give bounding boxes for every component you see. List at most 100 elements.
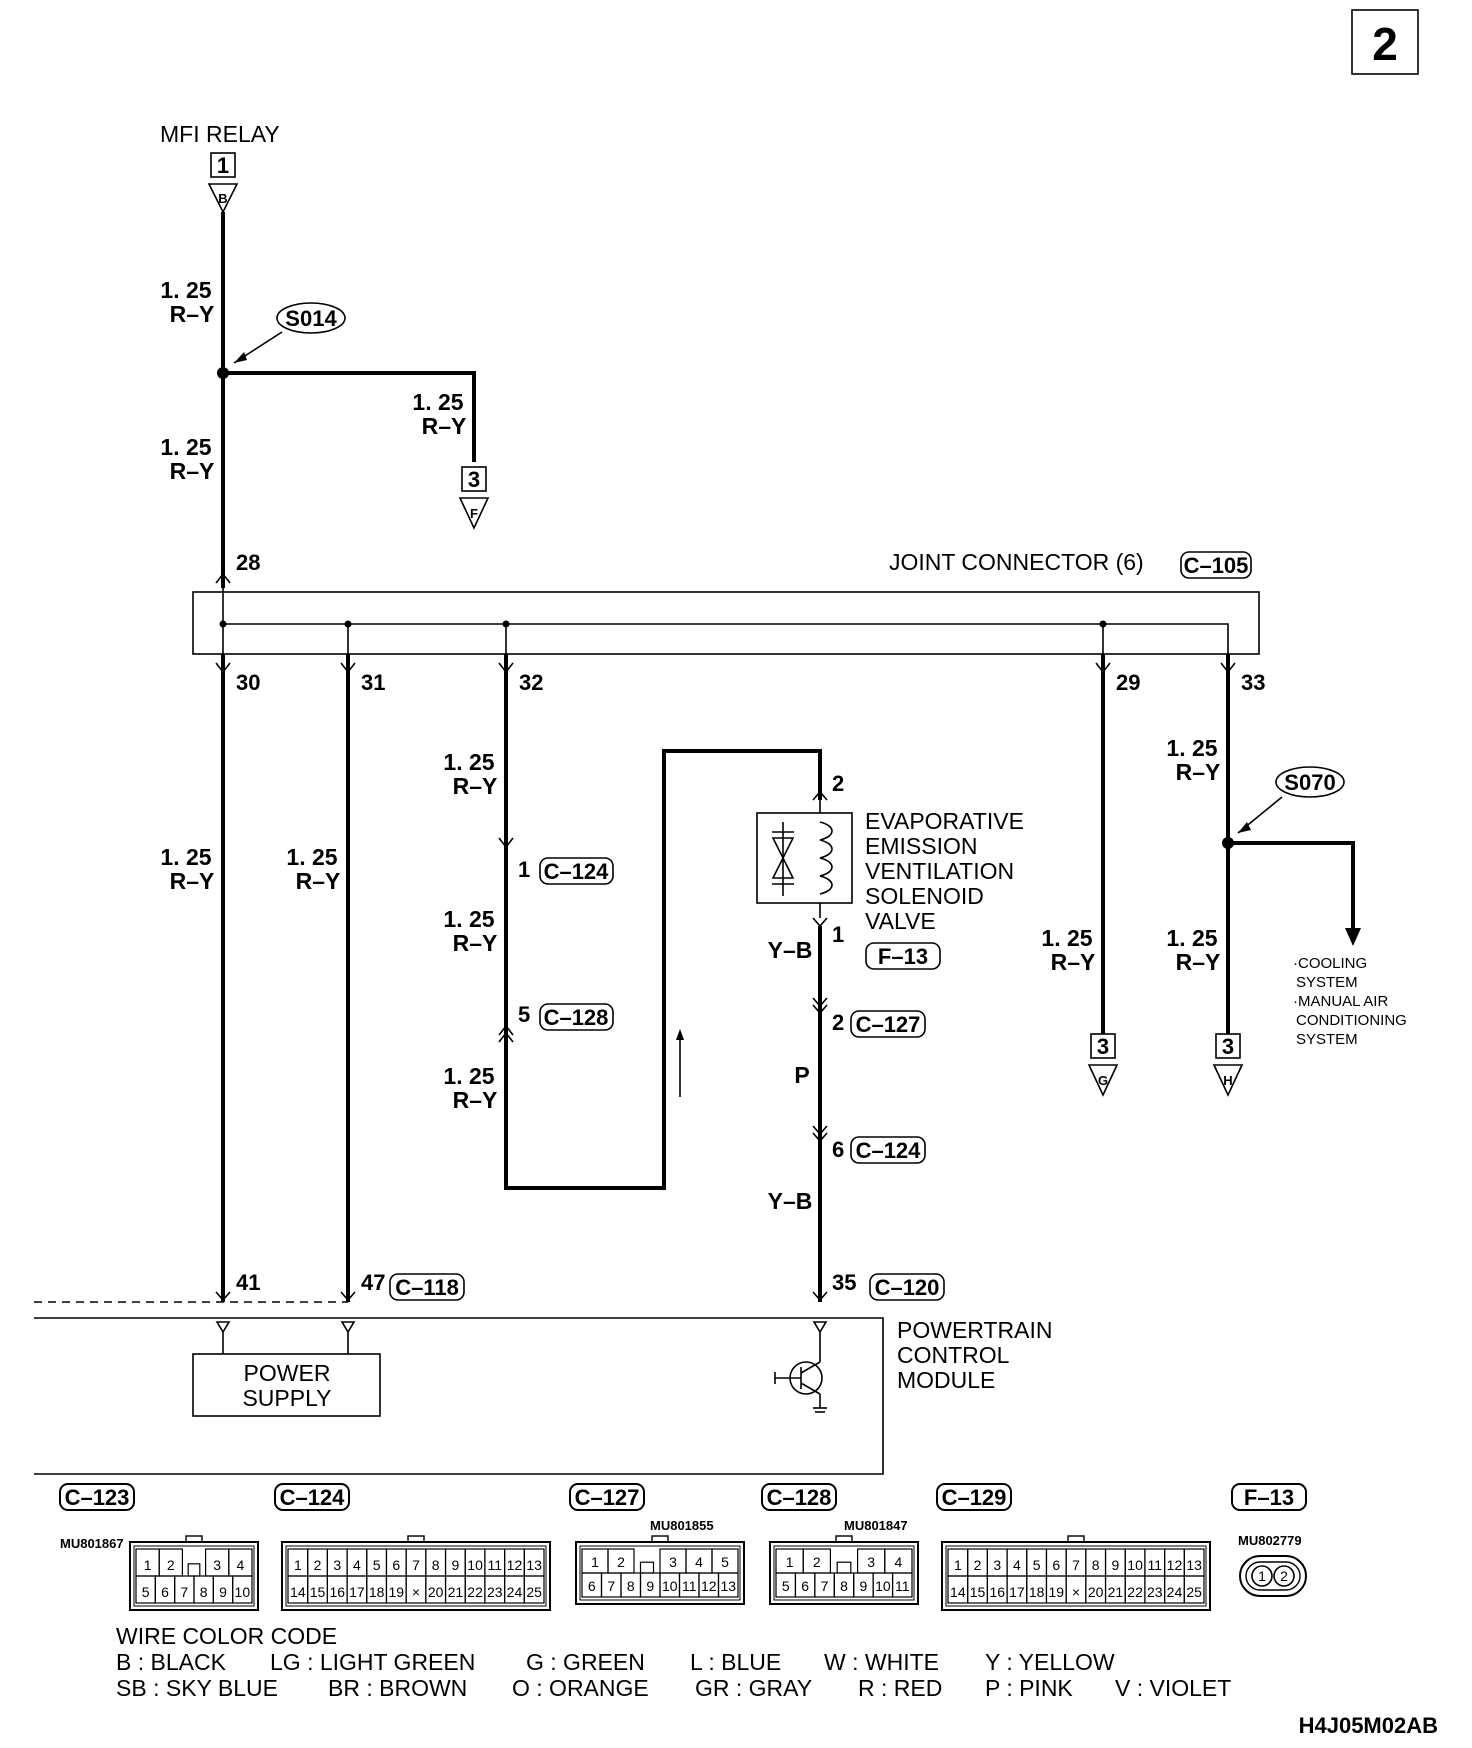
wire-color-code-entry: Y : YELLOW <box>985 1649 1115 1675</box>
connector-pin-number: 5 <box>373 1557 381 1573</box>
connector-ref-box <box>274 1483 350 1511</box>
connector-part-number: MU801847 <box>844 1518 908 1533</box>
pin-chevron-icon <box>498 837 514 849</box>
connector-pin-cell <box>1183 1548 1205 1577</box>
joint-pin-33: 33 <box>1241 670 1265 695</box>
mfi-relay-page: 1 <box>217 153 229 178</box>
wire-color-code-entry: GR : GRAY <box>695 1675 812 1701</box>
offpage-h-page-box <box>1215 1033 1241 1059</box>
mfi-relay-letter: B <box>218 191 227 206</box>
pcm-pin-41: 41 <box>236 1270 260 1295</box>
connector-pin-number: 6 <box>1052 1557 1060 1573</box>
connector-pin-number: 20 <box>428 1584 444 1600</box>
wire-color-code-entry: V : VIOLET <box>1115 1675 1231 1701</box>
drawing-id: H4J05M02AB <box>1299 1713 1438 1738</box>
connector-pin-number: 2 <box>1280 1568 1288 1584</box>
cooling-note-4: CONDITIONING <box>1296 1012 1407 1029</box>
connector-pin-number: 1 <box>954 1557 962 1573</box>
connector-pin-number: 2 <box>314 1557 322 1573</box>
wire-color-code-entry: P : PINK <box>985 1675 1073 1701</box>
pcm-pin-35: 35 <box>832 1270 856 1295</box>
connector-pin-number: 1 <box>786 1554 794 1570</box>
connector-pin-number: 12 <box>507 1557 523 1573</box>
arrowhead-icon <box>676 1029 684 1040</box>
connector-pin-number: 25 <box>1186 1584 1202 1600</box>
wire-color: R–Y <box>422 413 467 439</box>
c127-pin-2: 2 <box>832 1010 844 1035</box>
solenoid-label-5: VALVE <box>865 908 936 934</box>
page-number-box <box>1351 9 1419 75</box>
offpage-triangle-icon <box>1087 1064 1119 1097</box>
connector-pin-number: 18 <box>369 1584 385 1600</box>
cooling-note-1: ·COOLING <box>1293 955 1367 972</box>
c127-ref-box <box>850 1010 926 1038</box>
c120-ref: C–120 <box>875 1275 940 1300</box>
pin-chevron-icon <box>498 1024 514 1036</box>
connector-pin-number: 3 <box>993 1557 1001 1573</box>
connector-pin-cell <box>711 1548 739 1574</box>
connector-lock-tab <box>407 1535 425 1543</box>
wire-color-p: P <box>794 1062 809 1088</box>
solenoid-pin-1: 1 <box>832 922 844 947</box>
wire-color-code-entry: O : ORANGE <box>512 1675 649 1701</box>
connector-ref-box <box>59 1483 135 1511</box>
connector-body-inner <box>285 1545 547 1607</box>
joint-connector-ref: C–105 <box>1184 553 1249 578</box>
connector-pin-number: 24 <box>507 1584 523 1600</box>
c124-ref: C–124 <box>544 859 610 884</box>
connector-pin-number: 21 <box>1108 1584 1124 1600</box>
connector-pin-number: 16 <box>989 1584 1005 1600</box>
c127-ref: C–127 <box>856 1012 921 1037</box>
connector-pin-number: 1 <box>591 1554 599 1570</box>
offpage-h-page: 3 <box>1222 1034 1234 1059</box>
connector-part-number: MU802779 <box>1238 1533 1302 1548</box>
offpage-f-letter: F <box>470 506 478 521</box>
connector-pin-number: 4 <box>353 1557 361 1573</box>
connector-ref-box <box>569 1483 645 1511</box>
wire-gauge: 1. 25 <box>160 277 211 303</box>
solenoid-label-1: EVAPORATIVE <box>865 808 1024 834</box>
connector-pin-number: 7 <box>412 1557 420 1573</box>
connector-body-inner <box>579 1545 741 1601</box>
wire-color-code-entry: LG : LIGHT GREEN <box>270 1649 475 1675</box>
connector-pin-number: 10 <box>467 1557 483 1573</box>
connector-ref: C–123 <box>65 1485 130 1510</box>
connector-pin-number: 8 <box>200 1584 208 1600</box>
connector-lock-tab <box>185 1535 203 1543</box>
cooling-note-5: SYSTEM <box>1296 1031 1358 1048</box>
power-supply-label-1: POWER <box>244 1360 331 1386</box>
arrowhead-icon <box>234 352 247 363</box>
pin-chevron-icon <box>498 1031 514 1043</box>
connector-body-inner <box>133 1545 255 1607</box>
arrowhead-icon <box>1238 822 1251 833</box>
connector-pin-number: 14 <box>290 1584 306 1600</box>
wire-color: R–Y <box>1176 949 1221 975</box>
solenoid-box <box>756 812 853 904</box>
pin-chevron-icon <box>812 1132 828 1143</box>
connector-pin-number: × <box>412 1584 420 1600</box>
joint-pin-31: 31 <box>361 670 385 695</box>
wire-gauge: 1. 25 <box>160 844 211 870</box>
pin-chevron-icon <box>812 790 828 801</box>
connector-lock-tab <box>651 1535 669 1543</box>
connector-pin-number: 5 <box>1033 1557 1041 1573</box>
connector-pin-number: 2 <box>617 1554 625 1570</box>
splice-s014-label: S014 <box>285 306 337 331</box>
connector-pin-number: 7 <box>607 1578 615 1594</box>
connector-pin-cell <box>802 1548 832 1574</box>
wire-color: R–Y <box>453 1087 498 1113</box>
connector-ref-box <box>1231 1483 1307 1511</box>
connector-pin-number: 10 <box>235 1584 251 1600</box>
valve-icon <box>771 822 795 896</box>
wire-color: R–Y <box>296 868 341 894</box>
offpage-triangle-icon <box>207 183 239 214</box>
c124-pin-6: 6 <box>832 1137 844 1162</box>
connector-ref-box <box>761 1483 837 1511</box>
pin-chevron-icon <box>215 1291 231 1302</box>
offpage-triangle-icon <box>458 497 490 530</box>
connector-pin-number: 21 <box>448 1584 464 1600</box>
connector-pin-number: × <box>1072 1584 1080 1600</box>
connector-pin-number: 11 <box>487 1557 502 1573</box>
c124b-ref-box <box>850 1136 926 1164</box>
